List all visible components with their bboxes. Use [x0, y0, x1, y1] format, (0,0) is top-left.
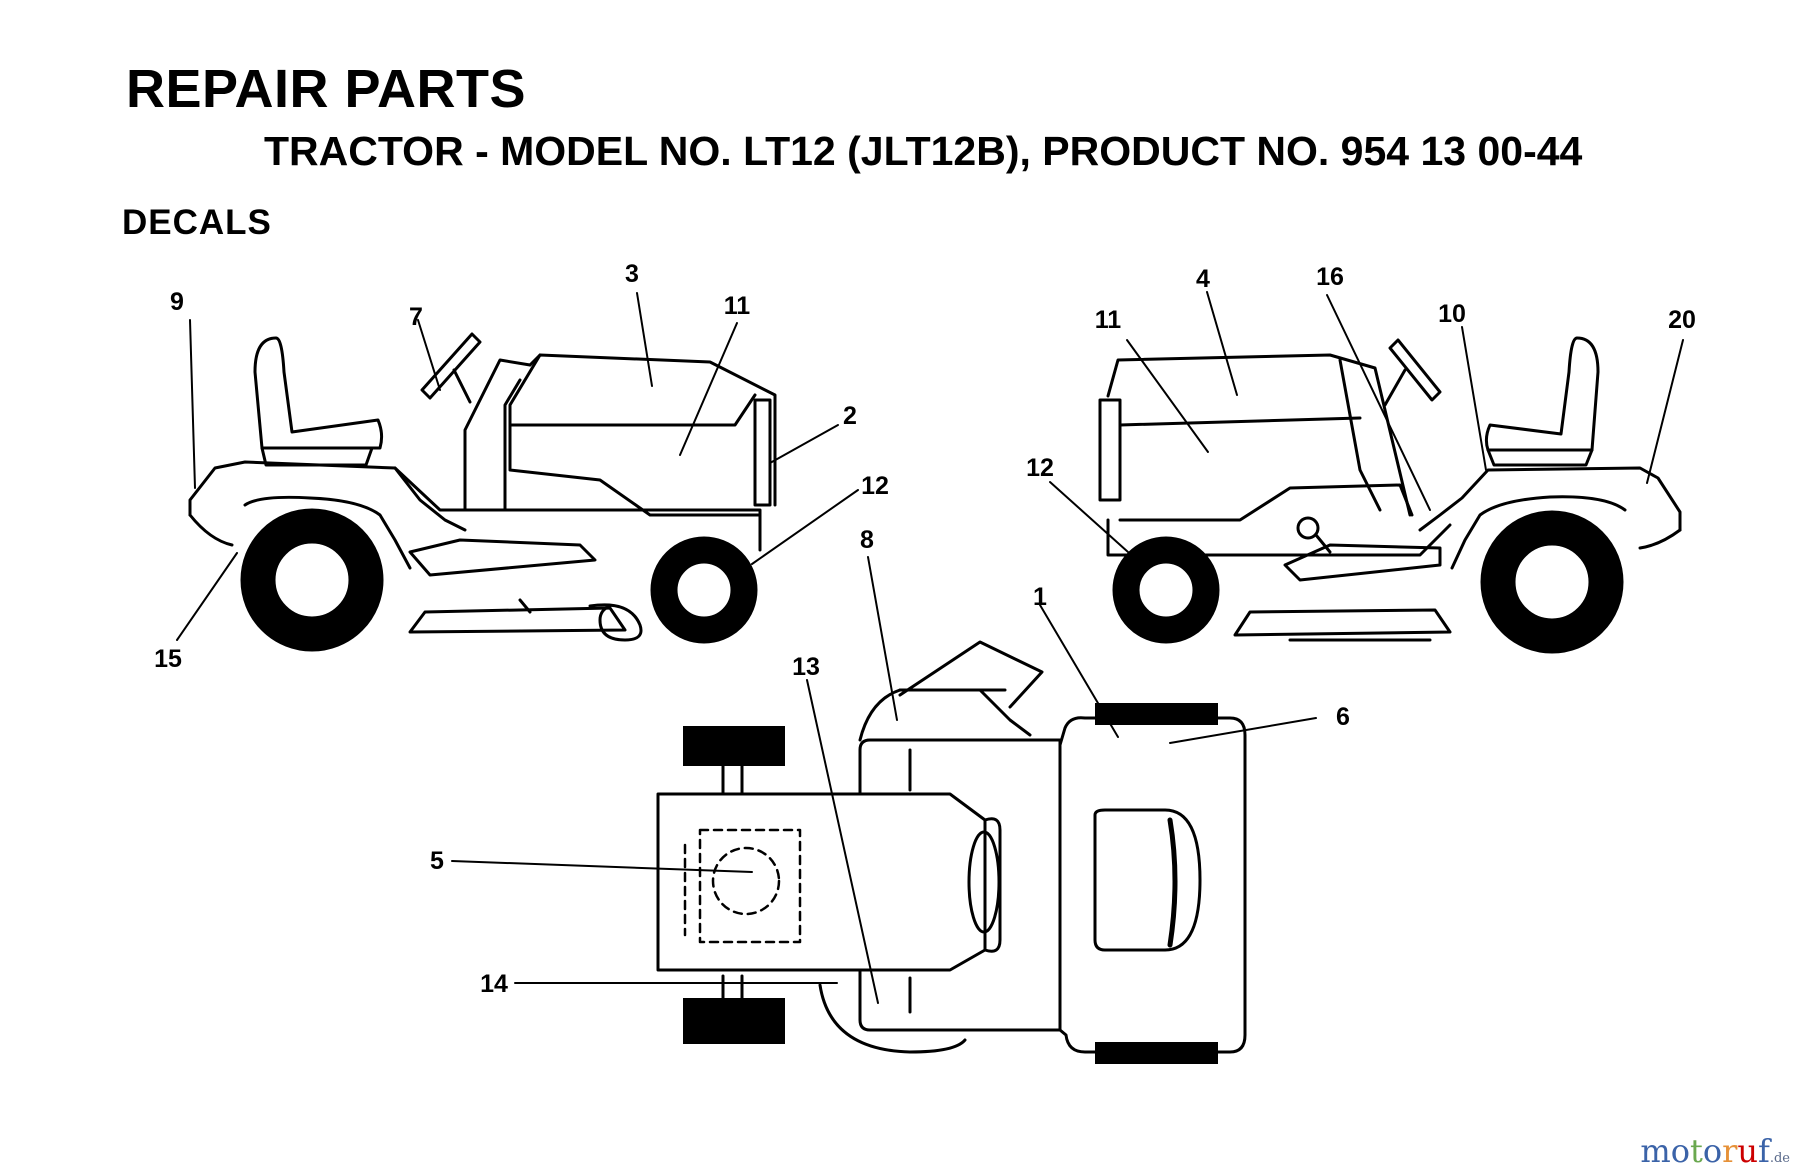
tractor-right-side-view	[1098, 336, 1682, 654]
callout-labels: 9 7 3 11 2 12 15 4 16 11 10 20 12 8 1 13…	[154, 260, 1696, 998]
watermark-letter: o	[1702, 1132, 1723, 1170]
watermark-logo: motoruf.de	[1640, 1132, 1790, 1170]
callout-left-15: 15	[154, 645, 182, 673]
watermark-letter: t	[1689, 1132, 1703, 1170]
callout-right-16: 16	[1316, 263, 1344, 291]
callout-top-1: 1	[1033, 583, 1047, 611]
callout-top-6: 6	[1336, 703, 1350, 731]
callout-left-12: 12	[861, 472, 889, 500]
callout-left-11: 11	[724, 292, 751, 320]
callout-right-12: 12	[1026, 454, 1054, 482]
callout-left-9: 9	[170, 288, 184, 316]
page-title: REPAIR PARTS	[126, 59, 527, 119]
callout-top-8: 8	[860, 526, 874, 554]
callout-left-2: 2	[843, 402, 857, 430]
tractor-top-view	[656, 640, 1247, 1064]
watermark-letter: m	[1640, 1132, 1671, 1170]
watermark-letter: o	[1670, 1132, 1690, 1170]
callout-top-5: 5	[430, 847, 444, 875]
callout-top-14: 14	[480, 970, 508, 998]
watermark-letter: u	[1737, 1132, 1758, 1170]
tractor-left-side-view	[188, 332, 777, 652]
callout-left-7: 7	[409, 303, 423, 331]
watermark-letter: r	[1722, 1132, 1738, 1170]
callout-right-11: 11	[1095, 306, 1122, 334]
callout-right-4: 4	[1196, 265, 1210, 293]
callout-left-3: 3	[625, 260, 639, 288]
watermark-letter: f	[1758, 1132, 1770, 1170]
section-heading: DECALS	[122, 203, 272, 242]
model-subtitle: TRACTOR - MODEL NO. LT12 (JLT12B), PRODU…	[264, 128, 1583, 174]
callout-right-10: 10	[1438, 300, 1466, 328]
watermark-suffix: .de	[1769, 1151, 1790, 1166]
callout-leaders	[176, 291, 1684, 1004]
callout-right-20: 20	[1668, 306, 1696, 334]
callout-top-13: 13	[792, 653, 820, 681]
